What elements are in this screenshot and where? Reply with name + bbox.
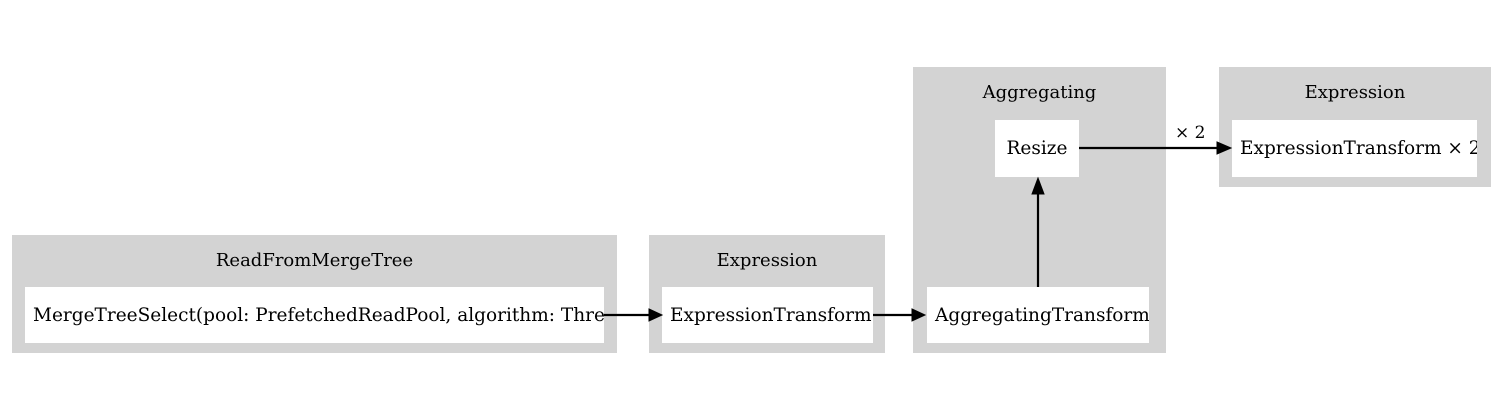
node-aggregating-transform[interactable]: AggregatingTransform bbox=[927, 287, 1149, 343]
node-resize[interactable]: Resize bbox=[995, 120, 1079, 177]
cluster-title-aggregating: Aggregating bbox=[982, 82, 1097, 103]
edge-expression-to-aggregating bbox=[873, 308, 927, 322]
edge-label-resize-to-expression2: × 2 bbox=[1175, 123, 1206, 143]
edge-resize-to-expression2 bbox=[1079, 141, 1233, 155]
node-label-merge-tree-select: MergeTreeSelect(pool: PrefetchedReadPool… bbox=[33, 304, 604, 326]
node-label-resize: Resize bbox=[1006, 138, 1068, 159]
cluster-title-expression-1: Expression bbox=[716, 250, 818, 271]
cluster-title-read-from-merge-tree: ReadFromMergeTree bbox=[215, 250, 414, 271]
cluster-title-expression-2: Expression bbox=[1304, 82, 1406, 103]
node-expression-transform-x2[interactable]: ExpressionTransform × 2 bbox=[1232, 120, 1477, 177]
edge-merge-to-expression bbox=[604, 308, 664, 322]
edge-aggregating-to-resize bbox=[1031, 176, 1045, 287]
node-label-expression-transform-x2: ExpressionTransform × 2 bbox=[1240, 138, 1477, 159]
node-label-expression-transform: ExpressionTransform bbox=[670, 304, 872, 326]
node-merge-tree-select[interactable]: MergeTreeSelect(pool: PrefetchedReadPool… bbox=[25, 287, 604, 343]
node-expression-transform[interactable]: ExpressionTransform bbox=[662, 287, 873, 343]
node-label-aggregating-transform: AggregatingTransform bbox=[935, 304, 1149, 326]
